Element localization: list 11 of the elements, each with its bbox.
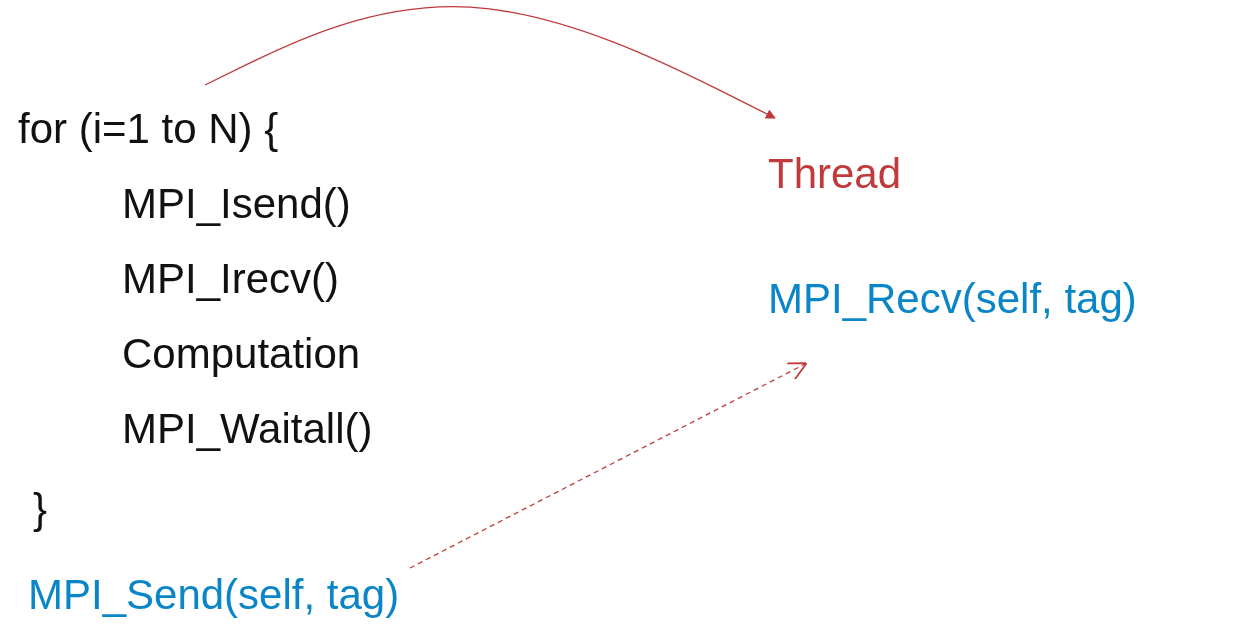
arrow xyxy=(409,362,808,569)
thread-label: Thread xyxy=(768,150,902,198)
code-call: MPI_Send(self, tag) xyxy=(28,571,400,619)
arrow xyxy=(204,6,776,119)
code-line: for (i=1 to N) { xyxy=(18,105,279,153)
code-line: Computation xyxy=(122,330,361,378)
code-line: MPI_Irecv() xyxy=(122,255,339,303)
code-line: MPI_Waitall() xyxy=(122,405,373,453)
code-call: MPI_Recv(self, tag) xyxy=(768,275,1137,323)
code-line: MPI_Isend() xyxy=(122,180,351,228)
code-line: } xyxy=(33,485,48,533)
